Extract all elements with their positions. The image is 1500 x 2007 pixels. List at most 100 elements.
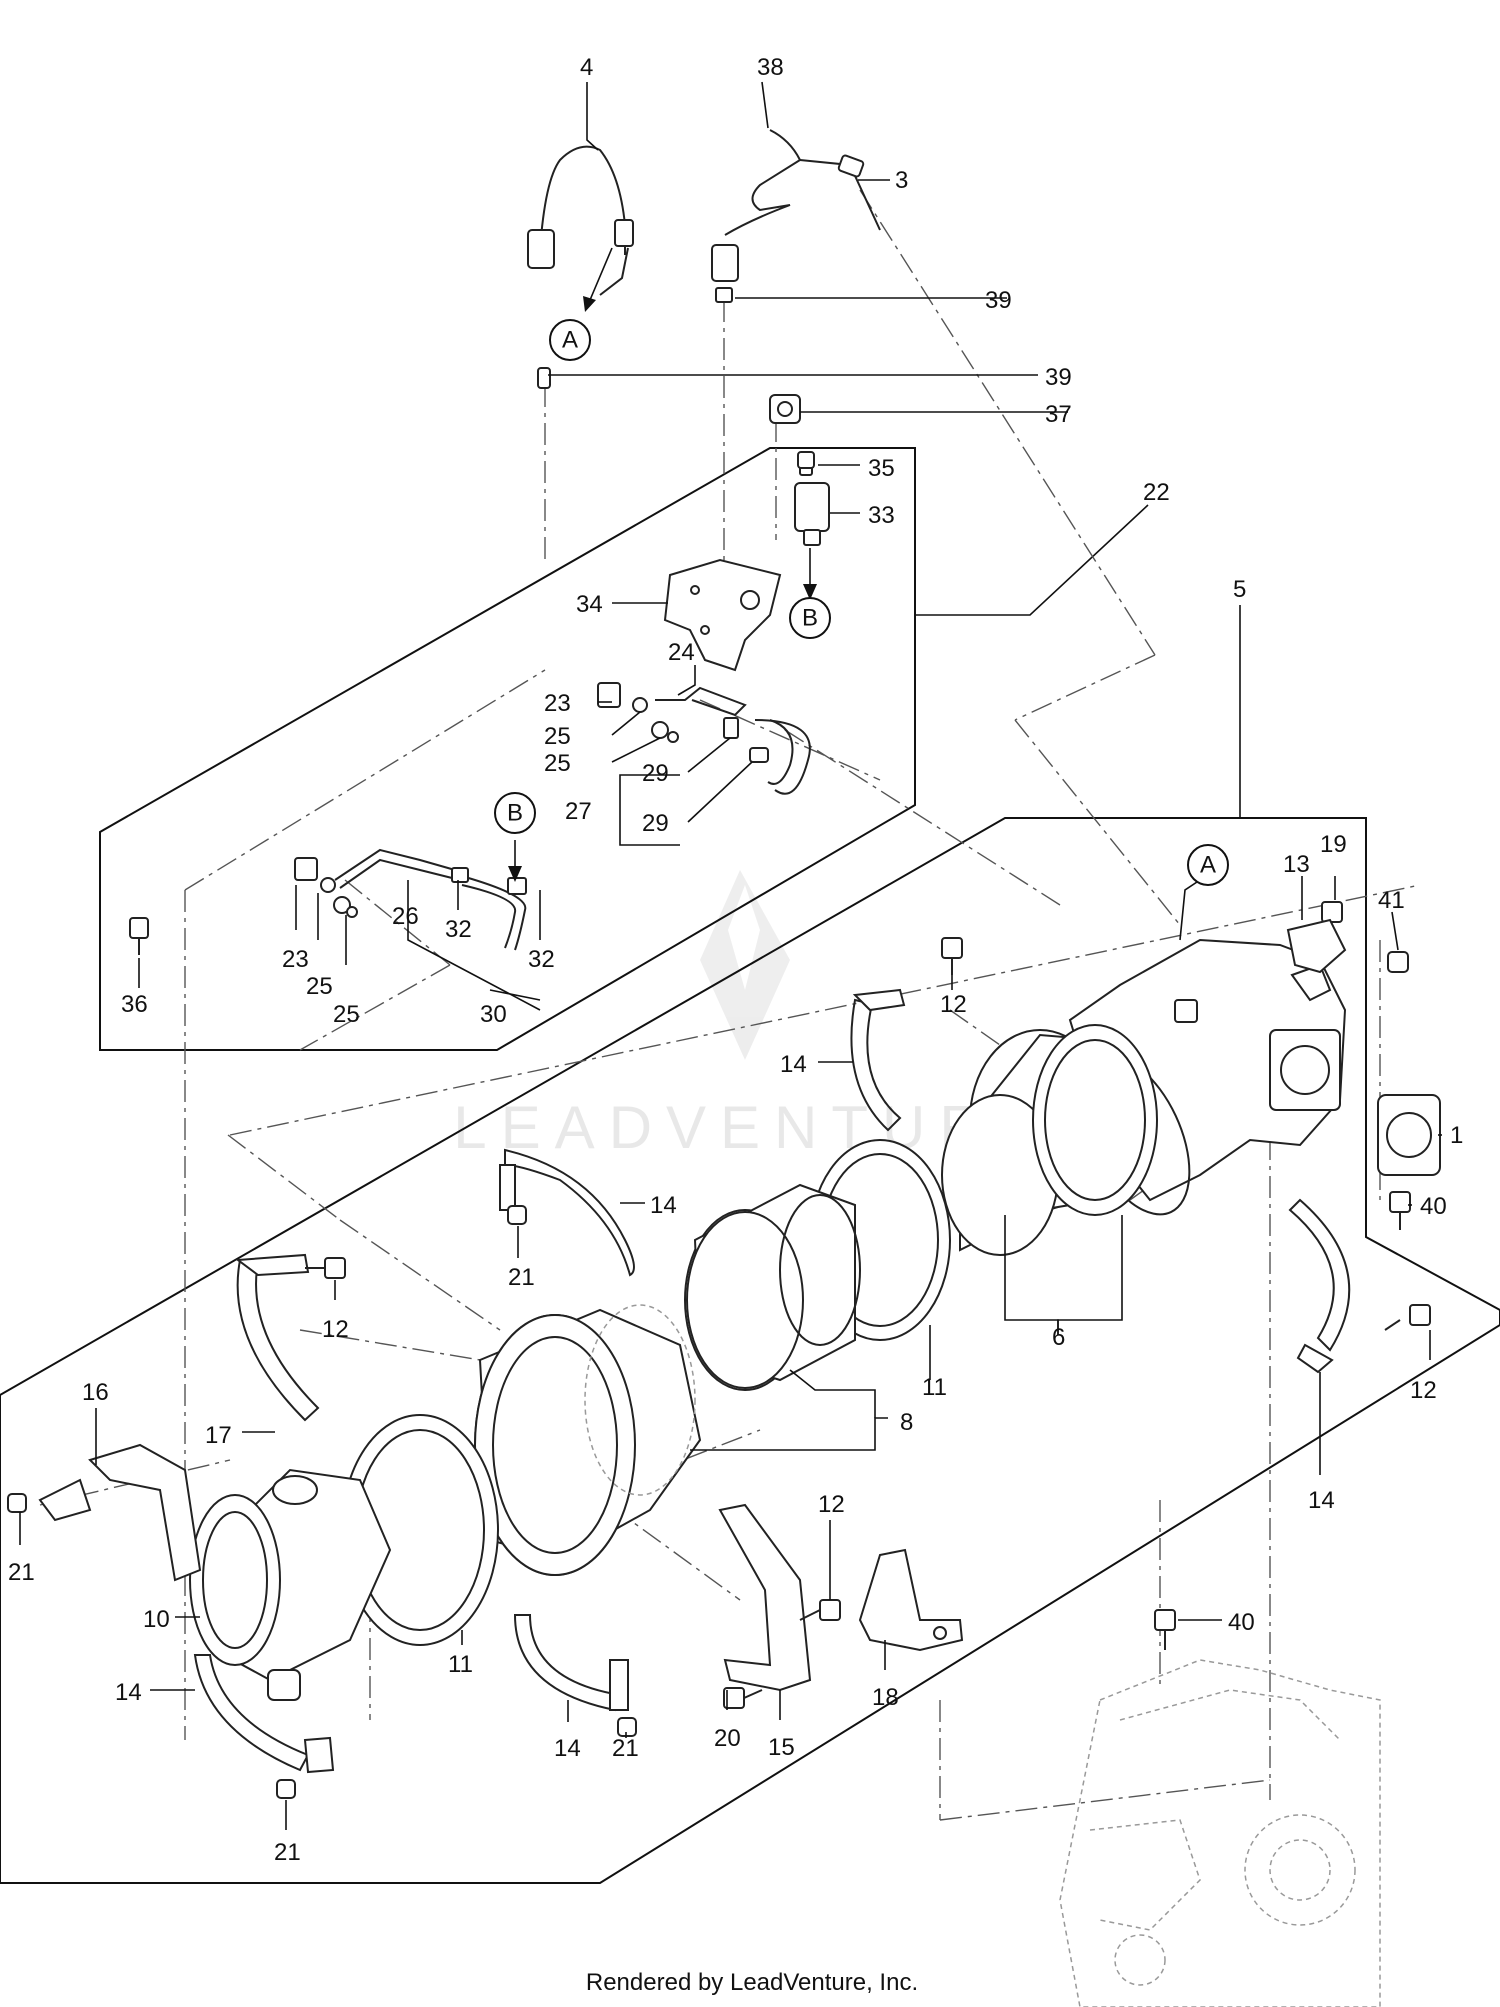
nut-21-bottom-mid xyxy=(617,1717,637,1737)
part-label-12: 12 xyxy=(940,991,967,1018)
nut-21-bottom xyxy=(276,1779,296,1799)
bolt-40-lower xyxy=(1154,1609,1176,1650)
sensor-37 xyxy=(769,394,801,424)
bolt-12-lower xyxy=(799,1599,841,1621)
bolt-36 xyxy=(129,917,149,955)
leader-lines xyxy=(19,81,1442,1830)
part-label-3: 3 xyxy=(895,167,908,194)
dpf-housing xyxy=(474,1304,702,1576)
part-label-16: 16 xyxy=(82,1379,109,1406)
part-label-14: 14 xyxy=(554,1735,581,1762)
bracket-13 xyxy=(1286,918,1347,974)
part-label-35: 35 xyxy=(868,455,895,482)
part-label-23: 23 xyxy=(544,690,571,717)
bolt-12-right xyxy=(1384,1304,1431,1331)
sensor-harness-3 xyxy=(711,129,881,303)
group-frame-22 xyxy=(99,447,916,1051)
part-label-25: 25 xyxy=(333,1001,360,1028)
part-label-11: 11 xyxy=(448,1651,473,1678)
part-label-14: 14 xyxy=(1308,1487,1335,1514)
part-label-10: 10 xyxy=(143,1606,170,1633)
clamp-band-14-mid xyxy=(499,1148,635,1277)
watermark-logo-icon xyxy=(700,870,790,1060)
nut-21-mid xyxy=(507,1205,527,1225)
clamp-band-17 xyxy=(235,1253,320,1422)
part-label-13: 13 xyxy=(1283,851,1310,878)
part-label-25: 25 xyxy=(544,750,571,777)
part-label-32: 32 xyxy=(528,946,555,973)
part-label-8: 8 xyxy=(900,1409,913,1436)
callout-B-lower: B xyxy=(494,792,536,834)
clamp-band-16 xyxy=(38,1443,202,1582)
svg-text:A: A xyxy=(1200,852,1216,879)
part-label-12: 12 xyxy=(818,1491,845,1518)
part-label-26: 26 xyxy=(392,903,419,930)
part-label-20: 20 xyxy=(714,1725,741,1752)
part-label-39: 39 xyxy=(985,287,1012,314)
part-label-12: 12 xyxy=(1410,1377,1437,1404)
clamp-band-14-left-lower xyxy=(193,1654,335,1774)
pipe-26 xyxy=(294,848,456,918)
part-label-29: 29 xyxy=(642,810,669,837)
bracket-18 xyxy=(858,1548,964,1652)
part-label-12: 12 xyxy=(322,1316,349,1343)
part-label-40: 40 xyxy=(1228,1609,1255,1636)
part-label-22: 22 xyxy=(1143,479,1170,506)
gasket-11-left xyxy=(341,1414,499,1646)
part-label-34: 34 xyxy=(576,591,603,618)
part-label-14: 14 xyxy=(780,1051,807,1078)
bolt-12-upper xyxy=(941,937,963,975)
part-label-11: 11 xyxy=(922,1374,947,1401)
sensor-harness-4 xyxy=(527,145,634,389)
bolt-19 xyxy=(1321,901,1343,923)
part-label-14: 14 xyxy=(650,1192,677,1219)
watermark-text: LEADVENTURE xyxy=(453,1094,1050,1161)
bolt-20 xyxy=(723,1687,763,1709)
part-label-25: 25 xyxy=(544,723,571,750)
bolt-40-upper xyxy=(1389,1191,1411,1230)
part-label-29: 29 xyxy=(642,760,669,787)
nut-21-left xyxy=(7,1493,27,1513)
callout-A-right: A xyxy=(1187,844,1229,886)
part-label-5: 5 xyxy=(1233,576,1246,603)
footer-credit: Rendered by LeadVenture, Inc. xyxy=(586,1969,918,1996)
clamp-band-14-right-upper xyxy=(850,988,906,1132)
part-label-19: 19 xyxy=(1320,831,1347,858)
part-label-23: 23 xyxy=(282,946,309,973)
hose-30 xyxy=(451,867,527,951)
hose-27 xyxy=(749,719,811,795)
part-label-4: 4 xyxy=(580,54,593,81)
nut-41 xyxy=(1387,951,1409,973)
clamp-band-14-right-lower xyxy=(1288,1198,1351,1374)
part-label-21: 21 xyxy=(8,1559,35,1586)
part-label-17: 17 xyxy=(205,1422,232,1449)
part-label-39: 39 xyxy=(1045,364,1072,391)
clamp-band-14-bottom-mid xyxy=(513,1614,629,1712)
gasket-1 xyxy=(1377,1094,1441,1176)
flange-ring xyxy=(1032,1024,1158,1216)
svg-text:B: B xyxy=(507,800,523,827)
bracket-15 xyxy=(718,1503,812,1692)
svg-text:A: A xyxy=(562,327,578,354)
part-label-36: 36 xyxy=(121,991,148,1018)
part-label-33: 33 xyxy=(868,502,895,529)
callout-A-top: A xyxy=(549,319,591,361)
part-label-14: 14 xyxy=(115,1679,142,1706)
part-label-21: 21 xyxy=(612,1735,639,1762)
group-frame-5 xyxy=(0,817,1500,1884)
part-labels: 4 38 3 39 39 37 35 33 22 34 24 23 25 25 … xyxy=(8,54,1463,1866)
catalyst-8 xyxy=(684,1183,861,1391)
bolt-35 xyxy=(797,451,815,469)
centerlines xyxy=(39,189,1421,1821)
part-label-32: 32 xyxy=(445,916,472,943)
bolt-12-left xyxy=(305,1257,346,1279)
engine-block xyxy=(1059,1659,1381,2007)
part-label-1: 1 xyxy=(1450,1122,1463,1149)
part-label-30: 30 xyxy=(480,1001,507,1028)
part-label-40: 40 xyxy=(1420,1193,1447,1220)
part-label-41: 41 xyxy=(1378,887,1405,914)
part-label-27: 27 xyxy=(565,798,592,825)
callout-arrows xyxy=(508,247,1201,941)
part-label-38: 38 xyxy=(757,54,784,81)
